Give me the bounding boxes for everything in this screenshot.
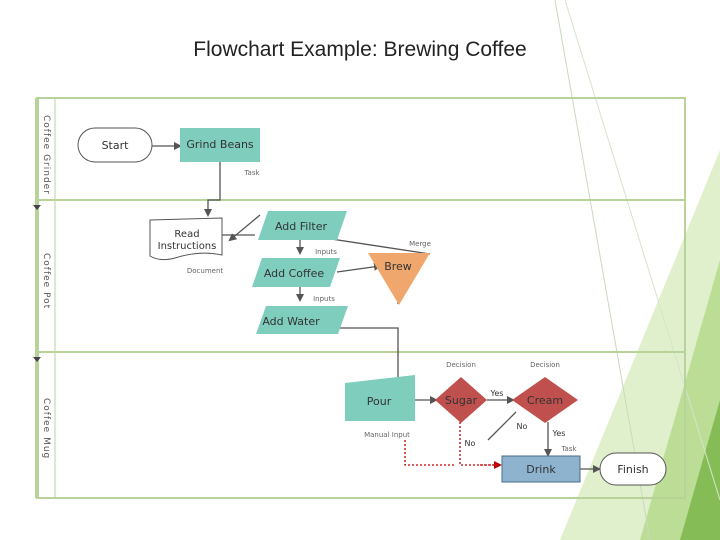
start-label: Start [102, 139, 130, 152]
task-annotation-grind: Task [243, 169, 260, 177]
decision-annotation-sugar: Decision [446, 361, 476, 369]
grind-beans-node[interactable] [180, 128, 260, 162]
add-coffee-node[interactable] [252, 258, 340, 287]
finish-node[interactable] [599, 452, 667, 486]
brew-label: Brew [384, 260, 412, 273]
start-node[interactable] [77, 127, 153, 163]
add-filter-node[interactable] [258, 211, 347, 240]
sugar-yes-label: Yes [490, 389, 504, 398]
add-water-label: Add Water [262, 315, 320, 328]
sugar-label: Sugar [445, 394, 478, 407]
sugar-decision-node[interactable] [435, 377, 487, 423]
sugar-no-label: No [465, 439, 476, 448]
cream-decision-node[interactable] [512, 377, 578, 423]
pour-label: Pour [367, 395, 392, 408]
read-instructions-label-1: Read [174, 229, 199, 240]
grind-beans-label: Grind Beans [186, 138, 254, 151]
task-annotation-drink: Task [560, 445, 577, 453]
add-coffee-label: Add Coffee [264, 267, 325, 280]
inputs-annotation-coffee: Inputs [313, 295, 335, 303]
read-instructions-node[interactable] [149, 217, 223, 261]
merge-annotation: Merge [409, 240, 431, 248]
manual-input-annotation: Manual Input [364, 431, 410, 439]
document-annotation: Document [187, 267, 224, 275]
decision-annotation-cream: Decision [530, 361, 560, 369]
add-filter-label: Add Filter [275, 220, 328, 233]
lane-label-coffee-grinder: Coffee Grinder [41, 115, 51, 195]
brew-node[interactable] [368, 253, 430, 305]
lane-label-coffee-mug: Coffee Mug [41, 398, 51, 460]
lane-label-coffee-pot: Coffee Pot [41, 253, 51, 310]
pour-node[interactable] [345, 375, 415, 421]
drink-label: Drink [526, 463, 556, 476]
cream-yes-label: Yes [552, 429, 566, 438]
add-water-node[interactable] [256, 306, 348, 334]
cream-no-label: No [517, 422, 528, 431]
finish-label: Finish [617, 463, 648, 476]
read-instructions-label-2: Instructions [158, 241, 217, 252]
drink-node[interactable] [501, 455, 581, 483]
swimlanes [33, 97, 686, 499]
cream-label: Cream [527, 394, 563, 407]
slide-title: Flowchart Example: Brewing Coffee [193, 38, 527, 61]
no-path [404, 422, 502, 469]
inputs-annotation-filter: Inputs [315, 248, 337, 256]
